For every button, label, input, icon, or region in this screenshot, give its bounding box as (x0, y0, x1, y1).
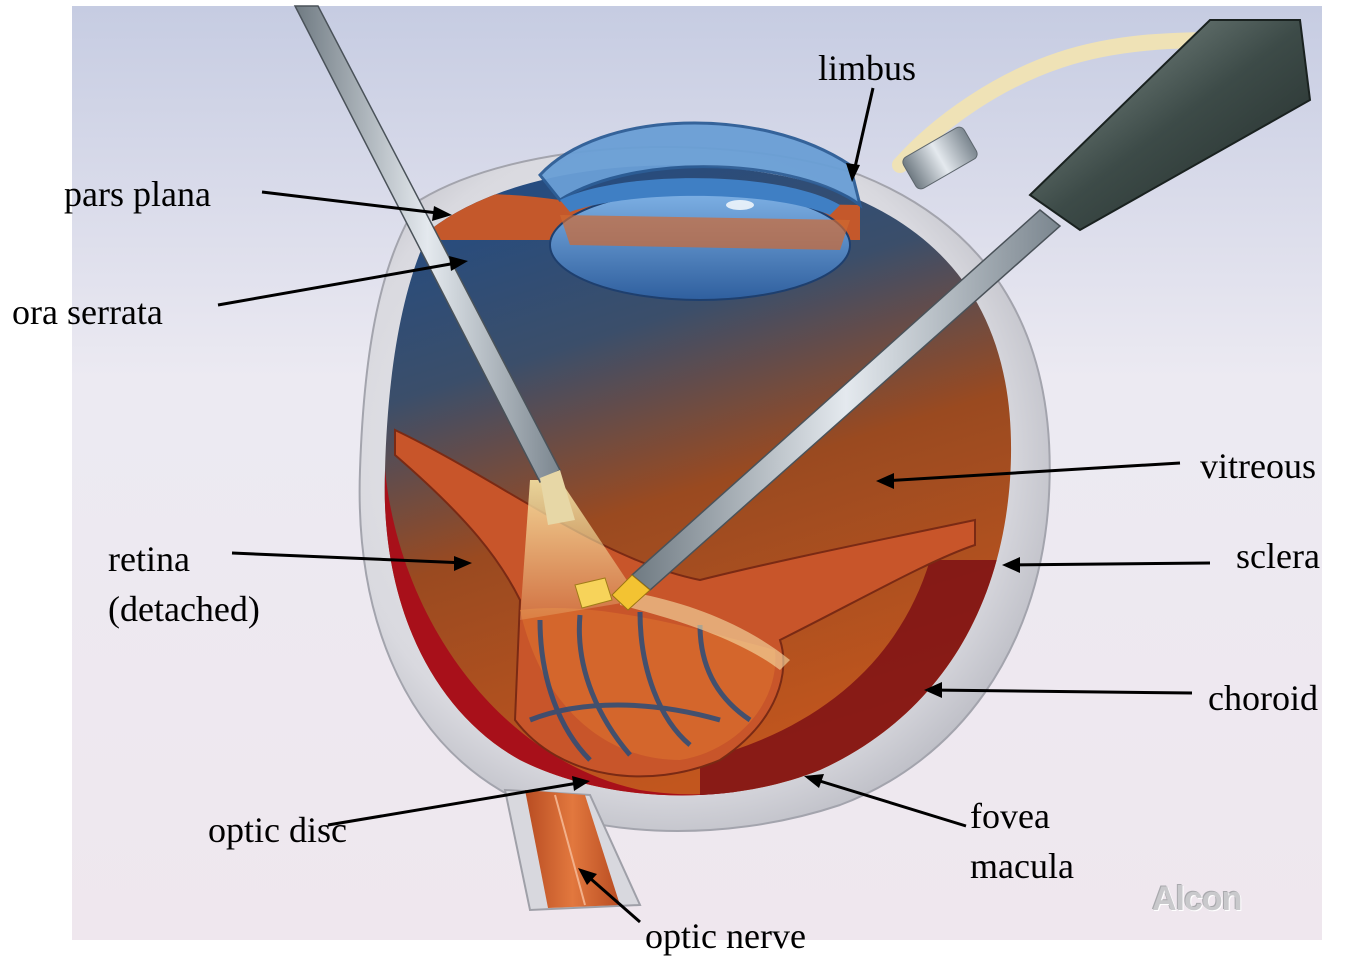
label-retina: retina (108, 535, 190, 583)
cornea-highlight (726, 200, 754, 210)
label-pars-plana: pars plana (64, 170, 211, 218)
label-choroid: choroid (1208, 674, 1318, 722)
label-optic-disc: optic disc (208, 806, 347, 854)
label-sclera: sclera (1236, 532, 1320, 580)
label-retina-detached: (detached) (108, 585, 260, 633)
label-optic-nerve: optic nerve (645, 912, 806, 960)
alcon-logo: Alcon (1152, 880, 1241, 919)
label-limbus: limbus (818, 44, 916, 92)
leader-sclera (1008, 563, 1210, 565)
label-macula: macula (970, 842, 1074, 890)
label-ora-serrata: ora serrata (12, 288, 163, 336)
label-vitreous: vitreous (1200, 442, 1316, 490)
label-fovea: fovea (970, 792, 1050, 840)
